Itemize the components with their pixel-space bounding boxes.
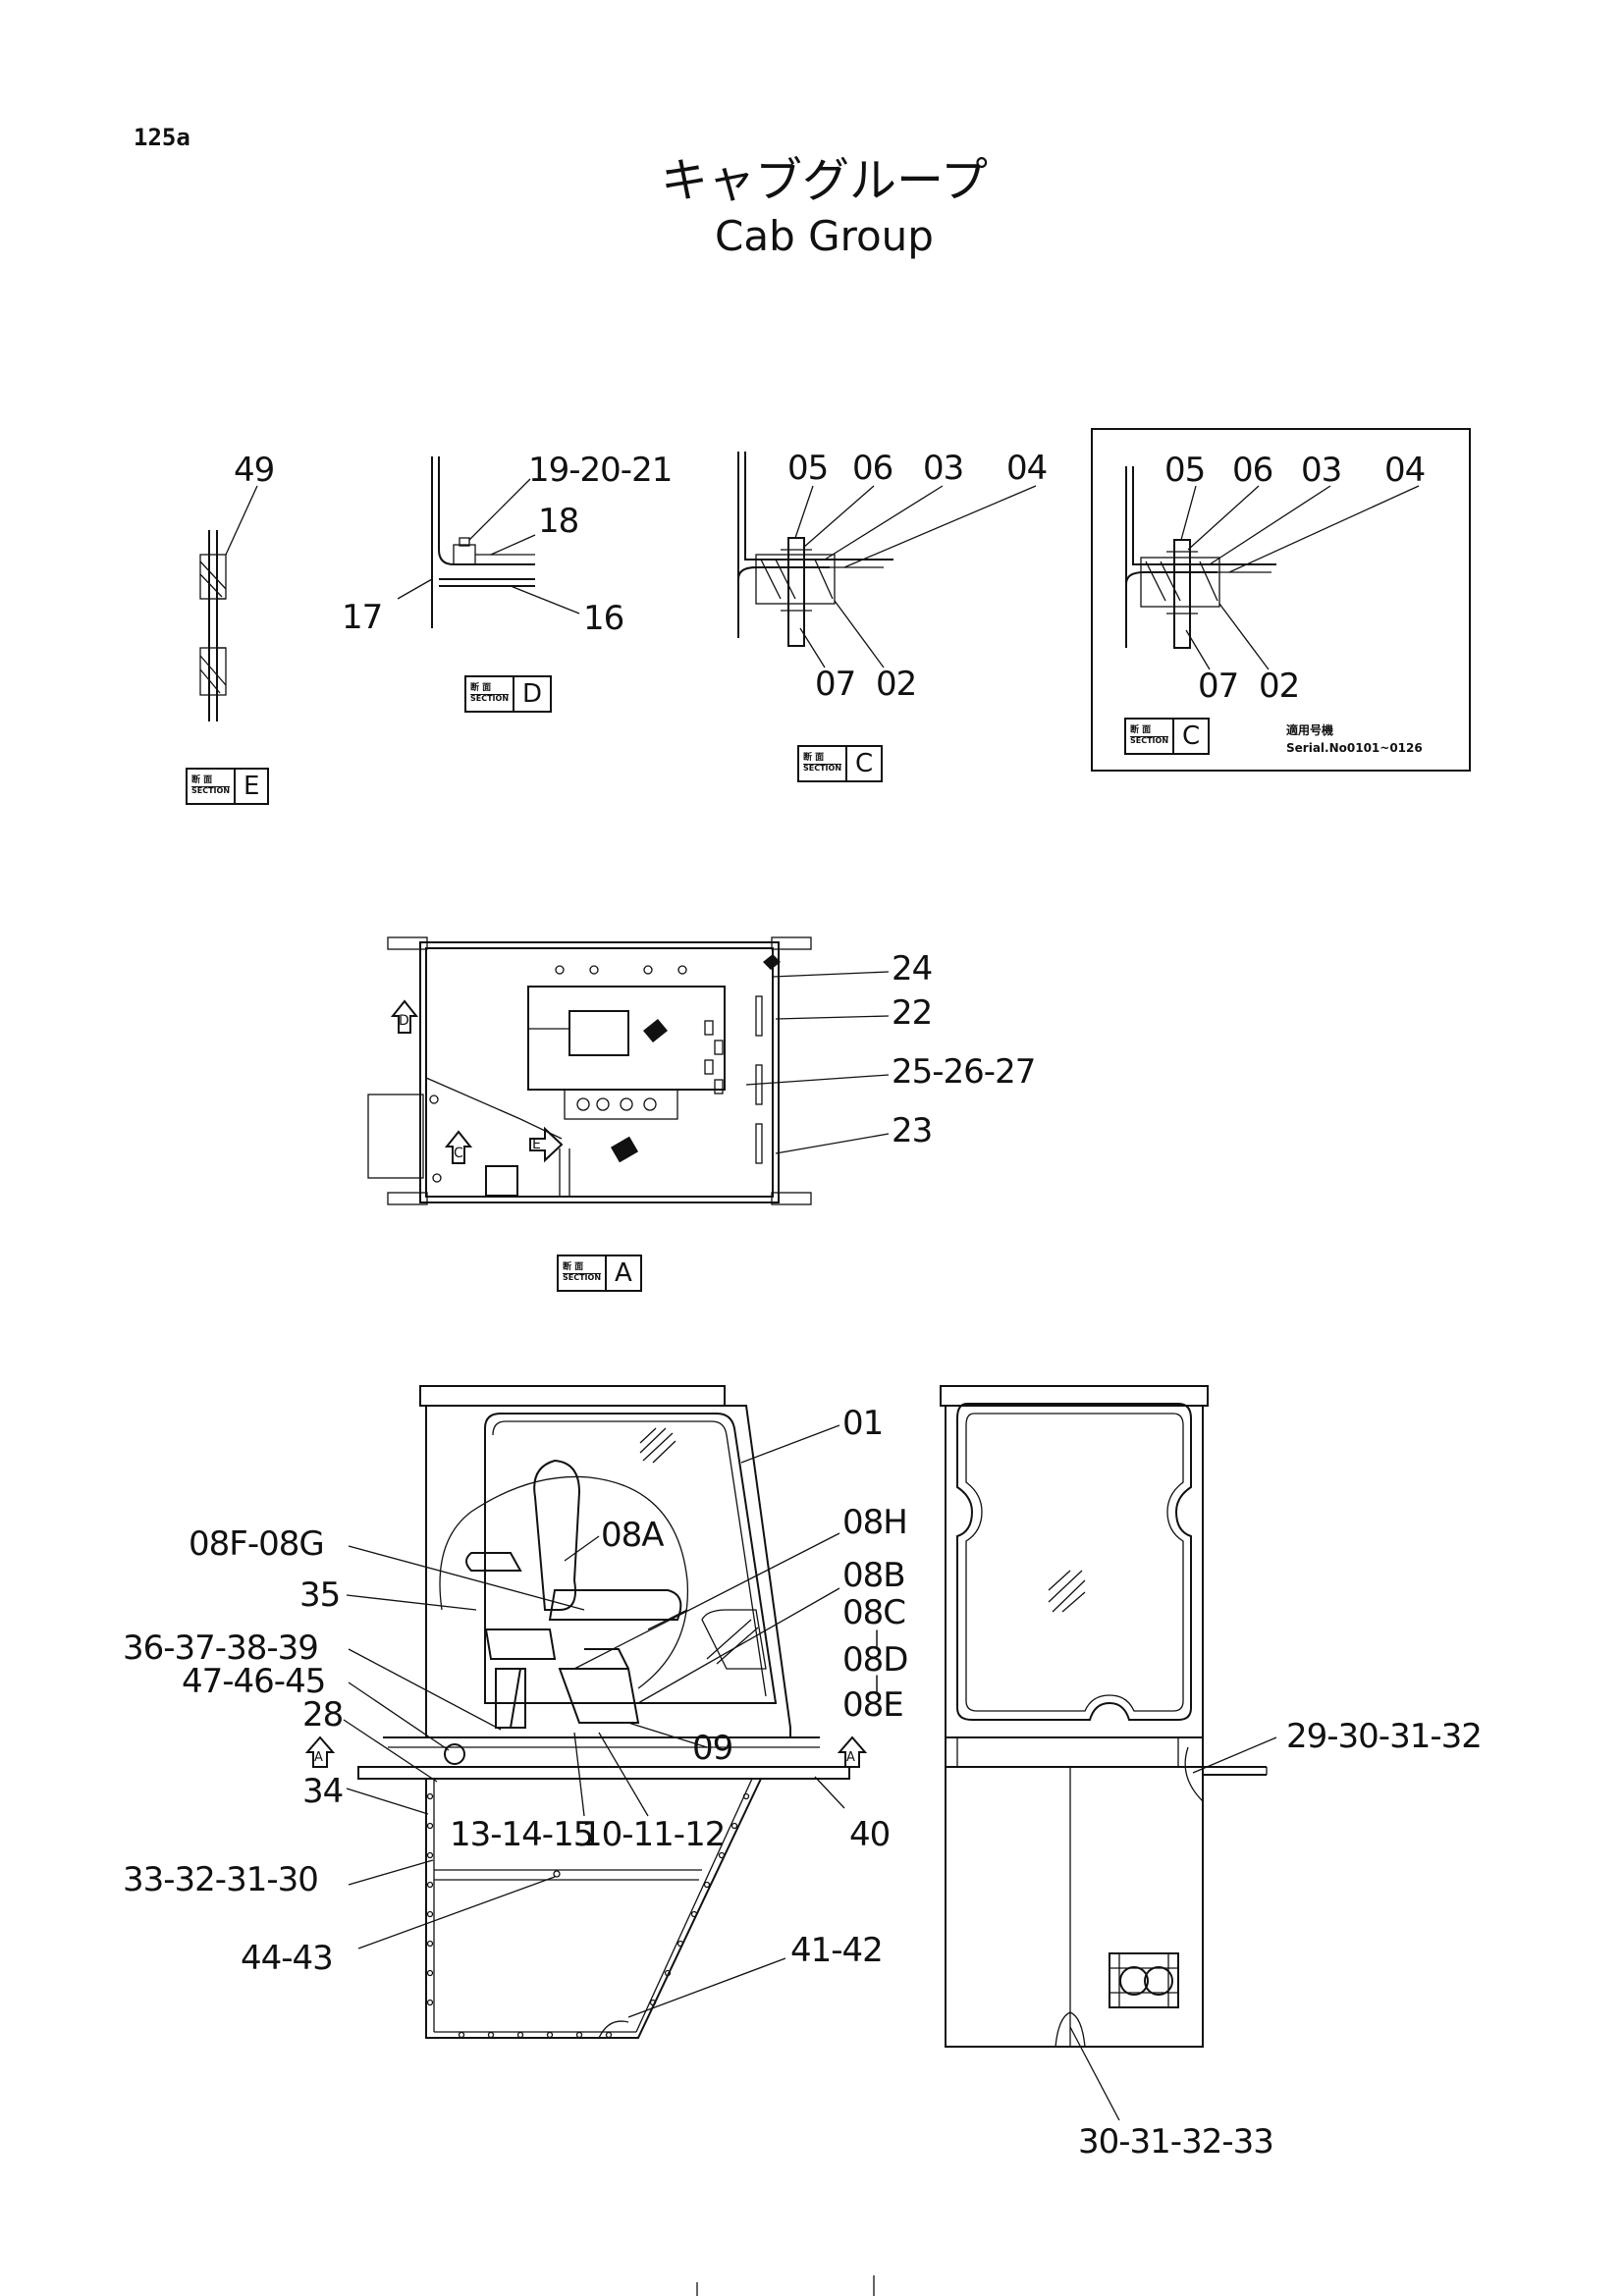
callout-24: 24 — [892, 949, 933, 988]
callout-33-32-31-30: 33-32-31-30 — [123, 1860, 319, 1899]
callout-23: 23 — [892, 1111, 933, 1150]
callout-47-46-45: 47-46-45 — [182, 1662, 326, 1701]
serial-note-english: Serial.No0101~0126 — [1286, 741, 1423, 755]
cab-side-leaders — [343, 1424, 845, 2018]
callout-41-42: 41-42 — [790, 1931, 884, 1970]
callout-07-right: 07 — [1198, 667, 1239, 706]
callout-16: 16 — [583, 599, 624, 638]
callout-13-14-15: 13-14-15 — [450, 1815, 594, 1854]
callout-06-right: 06 — [1232, 451, 1273, 490]
callout-08h: 08H — [842, 1503, 908, 1542]
page-title-japanese: キャブグループ — [660, 153, 989, 208]
callout-05-right: 05 — [1164, 451, 1206, 490]
callout-17: 17 — [342, 598, 383, 637]
callout-04-right: 04 — [1384, 451, 1426, 490]
callout-40: 40 — [849, 1815, 891, 1854]
callout-04-left: 04 — [1006, 449, 1048, 488]
view-marker-a-left: A — [314, 1750, 323, 1765]
cab-side-view — [304, 1385, 868, 2039]
callout-19-20-21: 19-20-21 — [528, 451, 673, 490]
callout-08c-08d-connector: | — [874, 1628, 881, 1648]
callout-08f-08g: 08F-08G — [189, 1524, 325, 1564]
callout-36-37-38-39: 36-37-38-39 — [123, 1629, 319, 1668]
callout-03-right: 03 — [1301, 451, 1342, 490]
callout-30-31-32-33: 30-31-32-33 — [1078, 2122, 1274, 2162]
section-c-drawing-right — [1091, 428, 1471, 772]
callout-09: 09 — [692, 1729, 733, 1768]
page-number: 125a — [134, 124, 190, 151]
callout-35: 35 — [299, 1575, 341, 1615]
callout-18: 18 — [538, 502, 579, 541]
bottom-margin-marks — [696, 2275, 875, 2296]
view-marker-a-right: A — [846, 1750, 855, 1765]
section-d-drawing — [397, 456, 580, 628]
callout-08a: 08A — [601, 1516, 665, 1555]
section-a-plan-view — [367, 936, 890, 1205]
callout-28: 28 — [302, 1695, 344, 1735]
cab-front-view — [940, 1385, 1277, 2121]
callout-22: 22 — [892, 993, 933, 1033]
callout-02-left: 02 — [876, 665, 917, 704]
callout-34: 34 — [302, 1772, 344, 1811]
callout-10-11-12: 10-11-12 — [581, 1815, 726, 1854]
serial-note-japanese: 適用号機 — [1286, 723, 1334, 737]
callout-01: 01 — [842, 1404, 884, 1443]
section-e-drawing — [199, 485, 258, 721]
section-c-drawing-left — [737, 452, 1037, 668]
view-marker-e: E — [532, 1137, 541, 1152]
callout-08d-08e-connector: | — [874, 1673, 881, 1693]
callout-05-left: 05 — [787, 449, 829, 488]
callout-49: 49 — [234, 451, 275, 490]
page-title-english: Cab Group — [715, 212, 934, 260]
callout-07-left: 07 — [815, 665, 856, 704]
callout-25-26-27: 25-26-27 — [892, 1052, 1036, 1092]
callout-08d: 08D — [842, 1640, 908, 1680]
callout-08e: 08E — [842, 1685, 904, 1725]
callout-44-43: 44-43 — [241, 1939, 334, 1978]
callout-06-left: 06 — [852, 449, 893, 488]
callout-08c: 08C — [842, 1593, 906, 1632]
callout-02-right: 02 — [1259, 667, 1300, 706]
callout-08b: 08B — [842, 1556, 906, 1595]
callout-03-left: 03 — [923, 449, 964, 488]
callout-29-30-31-32: 29-30-31-32 — [1286, 1717, 1483, 1756]
view-marker-d: D — [399, 1013, 409, 1029]
view-marker-c: C — [454, 1146, 463, 1161]
